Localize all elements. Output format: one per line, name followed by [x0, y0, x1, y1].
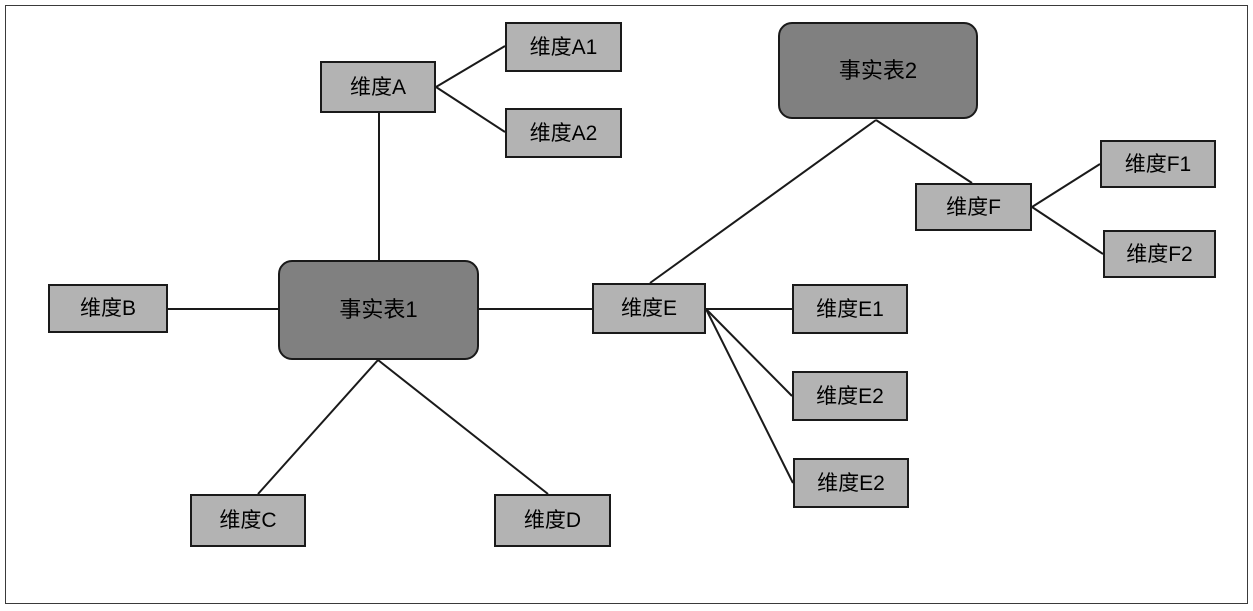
node-label: 事实表2 — [838, 57, 918, 83]
dimension-node-dimF2[interactable]: 维度F2 — [1103, 230, 1216, 278]
node-label: 维度D — [523, 509, 582, 532]
node-label: 维度E1 — [816, 297, 884, 321]
node-label: 维度F2 — [1126, 242, 1193, 266]
node-label: 事实表1 — [339, 297, 418, 322]
node-label: 维度E2 — [816, 384, 884, 408]
node-label: 维度A1 — [529, 35, 598, 59]
node-label: 维度B — [79, 297, 136, 320]
node-label: 维度F1 — [1124, 152, 1192, 176]
dimension-node-dimB[interactable]: 维度B — [48, 284, 168, 333]
node-label: 维度C — [219, 509, 277, 532]
fact-table-node-fact1[interactable]: 事实表1 — [278, 260, 479, 360]
dimension-node-dimE2b[interactable]: 维度E2 — [793, 458, 909, 508]
node-label: 维度E — [620, 297, 677, 320]
dimension-node-dimF[interactable]: 维度F — [915, 183, 1032, 231]
dimension-node-dimF1[interactable]: 维度F1 — [1100, 140, 1216, 188]
dimension-node-dimA1[interactable]: 维度A1 — [505, 22, 622, 72]
dimension-node-dimC[interactable]: 维度C — [190, 494, 306, 547]
dimension-node-dimD[interactable]: 维度D — [494, 494, 611, 547]
dimension-node-dimA2[interactable]: 维度A2 — [505, 108, 622, 158]
node-label: 维度A — [349, 75, 406, 99]
dimension-node-dimE2a[interactable]: 维度E2 — [792, 371, 908, 421]
dimension-node-dimE[interactable]: 维度E — [592, 283, 706, 334]
fact-table-node-fact2[interactable]: 事实表2 — [778, 22, 978, 119]
dimension-node-dimE1[interactable]: 维度E1 — [792, 284, 908, 334]
node-label: 维度E2 — [817, 471, 885, 495]
dimension-node-dimA[interactable]: 维度A — [320, 61, 436, 113]
node-label: 维度F — [946, 195, 1001, 219]
node-label: 维度A2 — [529, 121, 598, 145]
